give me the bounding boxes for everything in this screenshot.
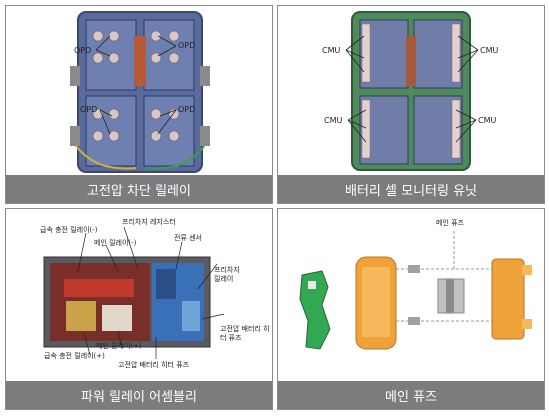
label-main-relay-minus: 메인 릴레이(-)	[94, 239, 137, 247]
panel-hv-cutoff-relay: OPD OPD OPD OPD 고전압 차단 릴레이	[5, 5, 273, 204]
label-fast-charge-relay-plus: 급속 충전 릴레이(+)	[44, 352, 105, 360]
cmu-label-top-left: CMU	[322, 46, 340, 55]
label-precharge-resistor: 프리차지 레지스터	[122, 218, 176, 226]
label-main-relay-plus: 메인 릴레이(+)	[96, 342, 142, 350]
panel-cell-monitoring-unit: CMU CMU CMU CMU 배터리 셀 모니터링 유닛	[277, 5, 545, 204]
label-hv-battery-heater-fuse-right: 고전압 배터리 히터 퓨즈	[220, 325, 270, 342]
cmu-label-bottom-right: CMU	[478, 116, 496, 125]
opd-label-bottom-left: OPD	[80, 105, 97, 114]
caption-main-fuse: 메인 퓨즈	[278, 381, 544, 409]
opd-label-top-left: OPD	[74, 46, 91, 55]
label-precharge-relay: 프리차지 릴레이	[214, 266, 240, 283]
battery-pack-cmu-image: CMU CMU CMU CMU	[278, 6, 544, 175]
cmu-label-bottom-left: CMU	[324, 116, 342, 125]
caption-hv-cutoff-relay: 고전압 차단 릴레이	[6, 175, 272, 203]
label-main-fuse: 메인 퓨즈	[436, 218, 465, 227]
label-hv-battery-heater-fuse-bottom: 고전압 배터리 히터 퓨즈	[118, 361, 190, 369]
panel-power-relay-assembly: 프리차지 레지스터 급속 충전 릴레이(-) 메인 릴레이(-) 전류 센서 프…	[5, 208, 273, 410]
caption-cell-monitoring-unit: 배터리 셀 모니터링 유닛	[278, 175, 544, 203]
caption-power-relay-assembly: 파워 릴레이 어셈블리	[6, 381, 272, 409]
panel-main-fuse: 메인 퓨즈 메인 퓨즈	[277, 208, 545, 410]
label-current-sensor: 전류 센서	[174, 234, 202, 242]
opd-label-bottom-right: OPD	[178, 105, 195, 114]
opd-label-top-right: OPD	[178, 41, 195, 50]
power-relay-assembly-image: 프리차지 레지스터 급속 충전 릴레이(-) 메인 릴레이(-) 전류 센서 프…	[6, 209, 272, 381]
cmu-label-top-right: CMU	[480, 46, 498, 55]
label-fast-charge-relay-minus: 급속 충전 릴레이(-)	[40, 226, 98, 234]
main-fuse-exploded-image: 메인 퓨즈	[278, 209, 544, 381]
battery-pack-opd-image: OPD OPD OPD OPD	[6, 6, 272, 175]
